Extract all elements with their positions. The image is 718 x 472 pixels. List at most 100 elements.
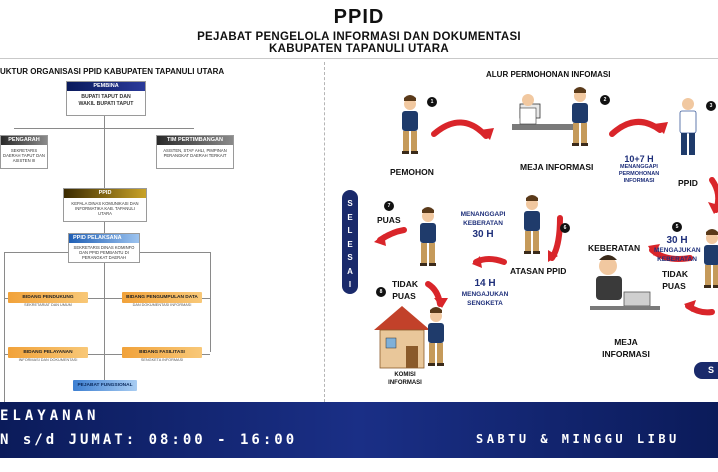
label-informasi-meja: INFORMASI (602, 349, 650, 359)
org-box-text: ASISTEN, STAF AHLI, PIMPINAN PERANGKAT D… (163, 148, 227, 158)
step-number: 5 (672, 222, 682, 232)
label-puas: PUAS (377, 215, 401, 225)
footer-weekday-hours: N s/d JUMAT: 08:00 - 16:00 (0, 432, 298, 448)
footer-banner: ELAYANAN N s/d JUMAT: 08:00 - 16:00 SABT… (0, 402, 718, 458)
label-puas-right: PUAS (662, 281, 686, 291)
org-box-label: PPID (64, 189, 146, 198)
org-bidang-pendukung: BIDANG PENDUKUNG (8, 292, 88, 303)
org-box-ppid: PPID KEPALA DINAS KOMUNIKASI DAN INFORMA… (63, 188, 147, 222)
label-meja: MEJA (614, 337, 638, 347)
selesai-letter: A (347, 266, 353, 276)
keberatan-person-icon (590, 255, 660, 310)
arrow-1-icon (431, 119, 489, 139)
edge-badge-s: S (694, 362, 718, 379)
meja-informasi-staff-icon (572, 87, 588, 146)
org-line (104, 222, 105, 234)
meja-informasi-desk-icon (512, 94, 574, 130)
selesai-letter: S (347, 253, 353, 262)
edge-person-icon (704, 229, 718, 288)
komisi-informasi-house-icon (374, 306, 430, 369)
label-keberatan-a: KEBERATAN (463, 220, 503, 227)
step-number: 6 (560, 223, 570, 233)
label-meja-informasi-1: MEJA INFORMASI (520, 162, 594, 172)
step-number: 2 (600, 95, 610, 105)
label-sengketa: SENGKETA (467, 300, 503, 307)
org-line (4, 354, 210, 355)
org-bidang-pengumpulan: BIDANG PENGUMPULAN DATA (122, 292, 202, 303)
org-box-tim-pertimbangan: TIM PERTIMBANGAN ASISTEN, STAF AHLI, PIM… (156, 135, 234, 169)
puas-person-icon (420, 207, 436, 266)
selesai-letter: I (348, 280, 352, 289)
org-bidang-pelayanan-sub: INFORMASI DAN DOKUMENTASI (18, 358, 78, 362)
org-line (4, 252, 5, 402)
org-bidang-fasilitasi: BIDANG FASILITASI (122, 347, 202, 358)
org-box-text: SEKRETARIS DINAS KOMINFO DAN PPID PEMBAN… (73, 245, 135, 260)
label-ppid: PPID (678, 178, 698, 188)
page-title: PPID (333, 6, 385, 28)
panel-divider (324, 62, 325, 402)
label-atasan-ppid: ATASAN PPID (510, 266, 567, 276)
step-number: 1 (427, 97, 437, 107)
org-box-pembina: PEMBINA BUPATI TAPUT DAN WAKIL BUPATI TA… (66, 81, 146, 116)
footer-weekend-closed: SABTU & MINGGU LIBU (476, 432, 680, 446)
org-line (210, 252, 211, 352)
selesai-letter: S (347, 199, 353, 208)
label-pemohon: PEMOHON (390, 167, 434, 177)
label-informasi-komisi: INFORMASI (388, 380, 422, 386)
org-box-label: PENGARAH (1, 136, 47, 145)
selesai-badge: S E L E S A I (342, 190, 358, 294)
label-keberatan: KEBERATAN (588, 243, 641, 253)
label-permohonan: PERMOHONAN (618, 171, 660, 177)
label-tidak-right: TIDAK (662, 269, 688, 279)
arrow-5-icon (549, 215, 563, 261)
selesai-letter: E (347, 239, 353, 249)
org-box-ppid-pelaksana: PPID PELAKSANA SEKRETARIS DINAS KOMINFO … (68, 233, 140, 263)
org-line (4, 298, 210, 299)
arrow-2-icon (609, 119, 663, 137)
ppid-person-icon (679, 98, 697, 155)
label-menanggapi-keberatan: MENANGGAPI (460, 211, 506, 218)
selesai-letter: E (347, 212, 353, 222)
org-bidang-pendukung-sub: SEKRETARIAT DAN UMUM (24, 303, 72, 307)
org-box-pengarah: PENGARAH SEKRETARIS DAERAH TAPUT DAN ASI… (0, 135, 48, 169)
label-30h-left: 30 H (472, 229, 494, 240)
step-number: 7 (384, 201, 394, 211)
label-time-10-7: 10+7 H (624, 154, 654, 164)
org-bidang-pelayanan: BIDANG PELAYANAN (8, 347, 88, 358)
label-puas-left: PUAS (392, 291, 416, 301)
label-keberatan-b: KEBERATAN (657, 256, 697, 263)
org-box-text: SEKRETARIS DAERAH TAPUT DAN ASISTEN III (3, 148, 45, 163)
page-subtitle-1: PEJABAT PENGELOLA INFORMASI DAN DOKUMENT… (197, 31, 521, 43)
org-box-text: BUPATI TAPUT DAN WAKIL BUPATI TAPUT (78, 94, 134, 107)
org-line (104, 116, 105, 189)
org-box-label: PEMBINA (67, 82, 145, 91)
step-number: 8 (376, 287, 386, 297)
org-line (14, 128, 194, 129)
org-box-text: KEPALA DINAS KOMUNIKASI DAN INFORMATIKA … (71, 201, 139, 216)
label-tidak-left: TIDAK (392, 279, 418, 289)
pemohon-person-icon (402, 95, 418, 154)
komisi-person-icon (428, 307, 444, 366)
org-chart-title: UKTUR ORGANISASI PPID KABUPATEN TAPANULI… (0, 67, 225, 76)
header-divider (0, 58, 718, 59)
selesai-letter: L (347, 226, 353, 235)
label-14h: 14 H (474, 278, 496, 289)
footer-service-label: ELAYANAN (0, 408, 100, 424)
org-bidang-pengumpulan-sub: DAN DOKUMENTASI INFORMASI (132, 303, 192, 307)
org-bidang-fasilitasi-sub: SENGKETA INFORMASI (140, 358, 184, 362)
label-mengajukan: MENGAJUKAN (654, 247, 701, 254)
org-box-label: TIM PERTIMBANGAN (157, 136, 233, 145)
org-box-label: PPID PELAKSANA (69, 234, 139, 243)
page-subtitle-2: KABUPATEN TAPANULI UTARA (269, 43, 449, 55)
org-line (104, 262, 105, 380)
flow-title: ALUR PERMOHONAN INFOMASI (486, 70, 611, 79)
step-number: 3 (706, 101, 716, 111)
label-menanggapi: MENANGGAPI (620, 164, 658, 170)
label-komisi: KOMISI (394, 372, 416, 378)
label-30h-right: 30 H (666, 235, 688, 246)
label-mengajukan-sengketa: MENGAJUKAN (461, 291, 509, 298)
org-pejabat-fungsional: PEJABAT FUNGSIONAL (73, 380, 137, 391)
atasan-ppid-person-icon (524, 195, 540, 254)
label-informasi: INFORMASI (623, 178, 655, 184)
